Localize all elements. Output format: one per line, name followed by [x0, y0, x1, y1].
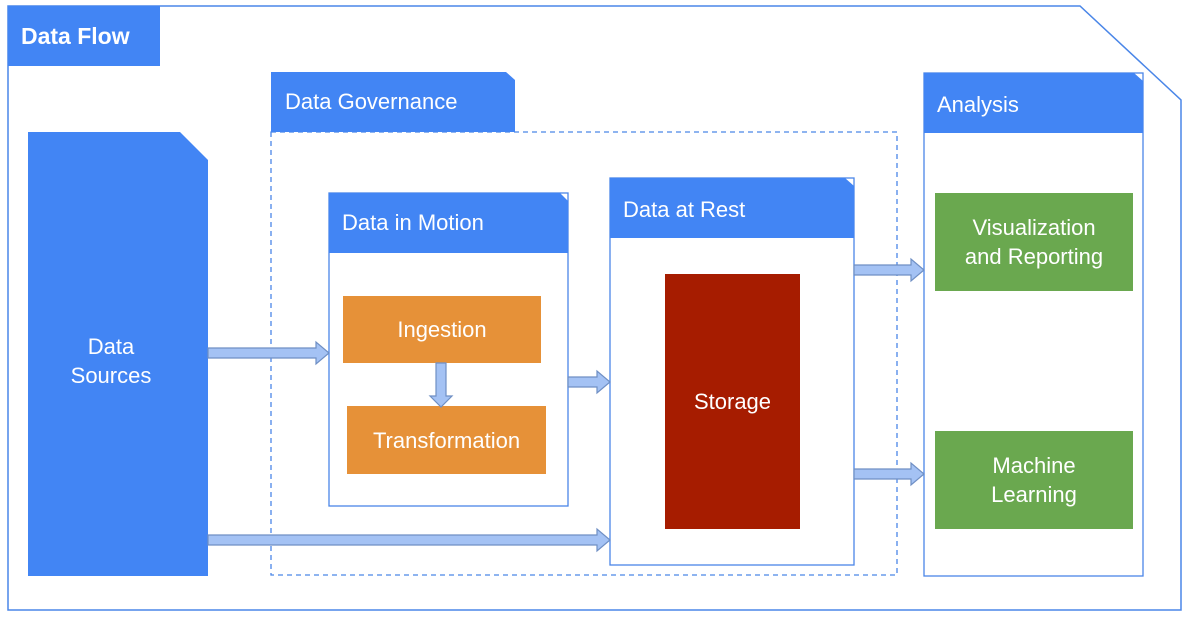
- machine-learning-box: [935, 431, 1133, 529]
- transformation-box: [347, 406, 546, 474]
- data-governance-label: Data Governance: [285, 89, 458, 114]
- transformation-label: Transformation: [372, 427, 521, 453]
- data-governance-tab: [271, 72, 515, 132]
- data-sources-label: Data Sources: [70, 334, 152, 388]
- data-in-motion-tab: [329, 193, 568, 253]
- analysis-label: Analysis: [937, 91, 1019, 117]
- ingestion-label: Ingestion: [397, 317, 487, 342]
- arrow-ingestion-to-transformation: [428, 362, 454, 408]
- machine-learning-label: Machine Learning: [991, 453, 1077, 507]
- visualization-label: Visualization and Reporting: [964, 215, 1104, 269]
- data-sources-block: [28, 132, 208, 576]
- storage-label: Storage: [693, 389, 772, 414]
- data-at-rest-label: Data at Rest: [623, 196, 746, 222]
- storage-box: [665, 274, 800, 529]
- arrow-motion-to-rest: [567, 369, 611, 395]
- data-at-rest-tab: [610, 178, 854, 238]
- data-governance-region: [270, 131, 898, 576]
- arrow-rest-to-machine-learning: [853, 461, 925, 487]
- data-flow-frame: [7, 5, 1182, 611]
- data-flow-title: Data Flow: [21, 22, 130, 49]
- ingestion-box: [343, 296, 541, 363]
- arrow-sources-to-ingestion: [207, 340, 330, 366]
- arrow-rest-to-visualization: [853, 257, 925, 283]
- arrow-sources-to-rest: [207, 527, 611, 553]
- data-flow-title-tab: [8, 6, 160, 66]
- data-in-motion-label: Data in Motion: [342, 210, 484, 235]
- analysis-tab: [924, 73, 1143, 133]
- visualization-box: [935, 193, 1133, 291]
